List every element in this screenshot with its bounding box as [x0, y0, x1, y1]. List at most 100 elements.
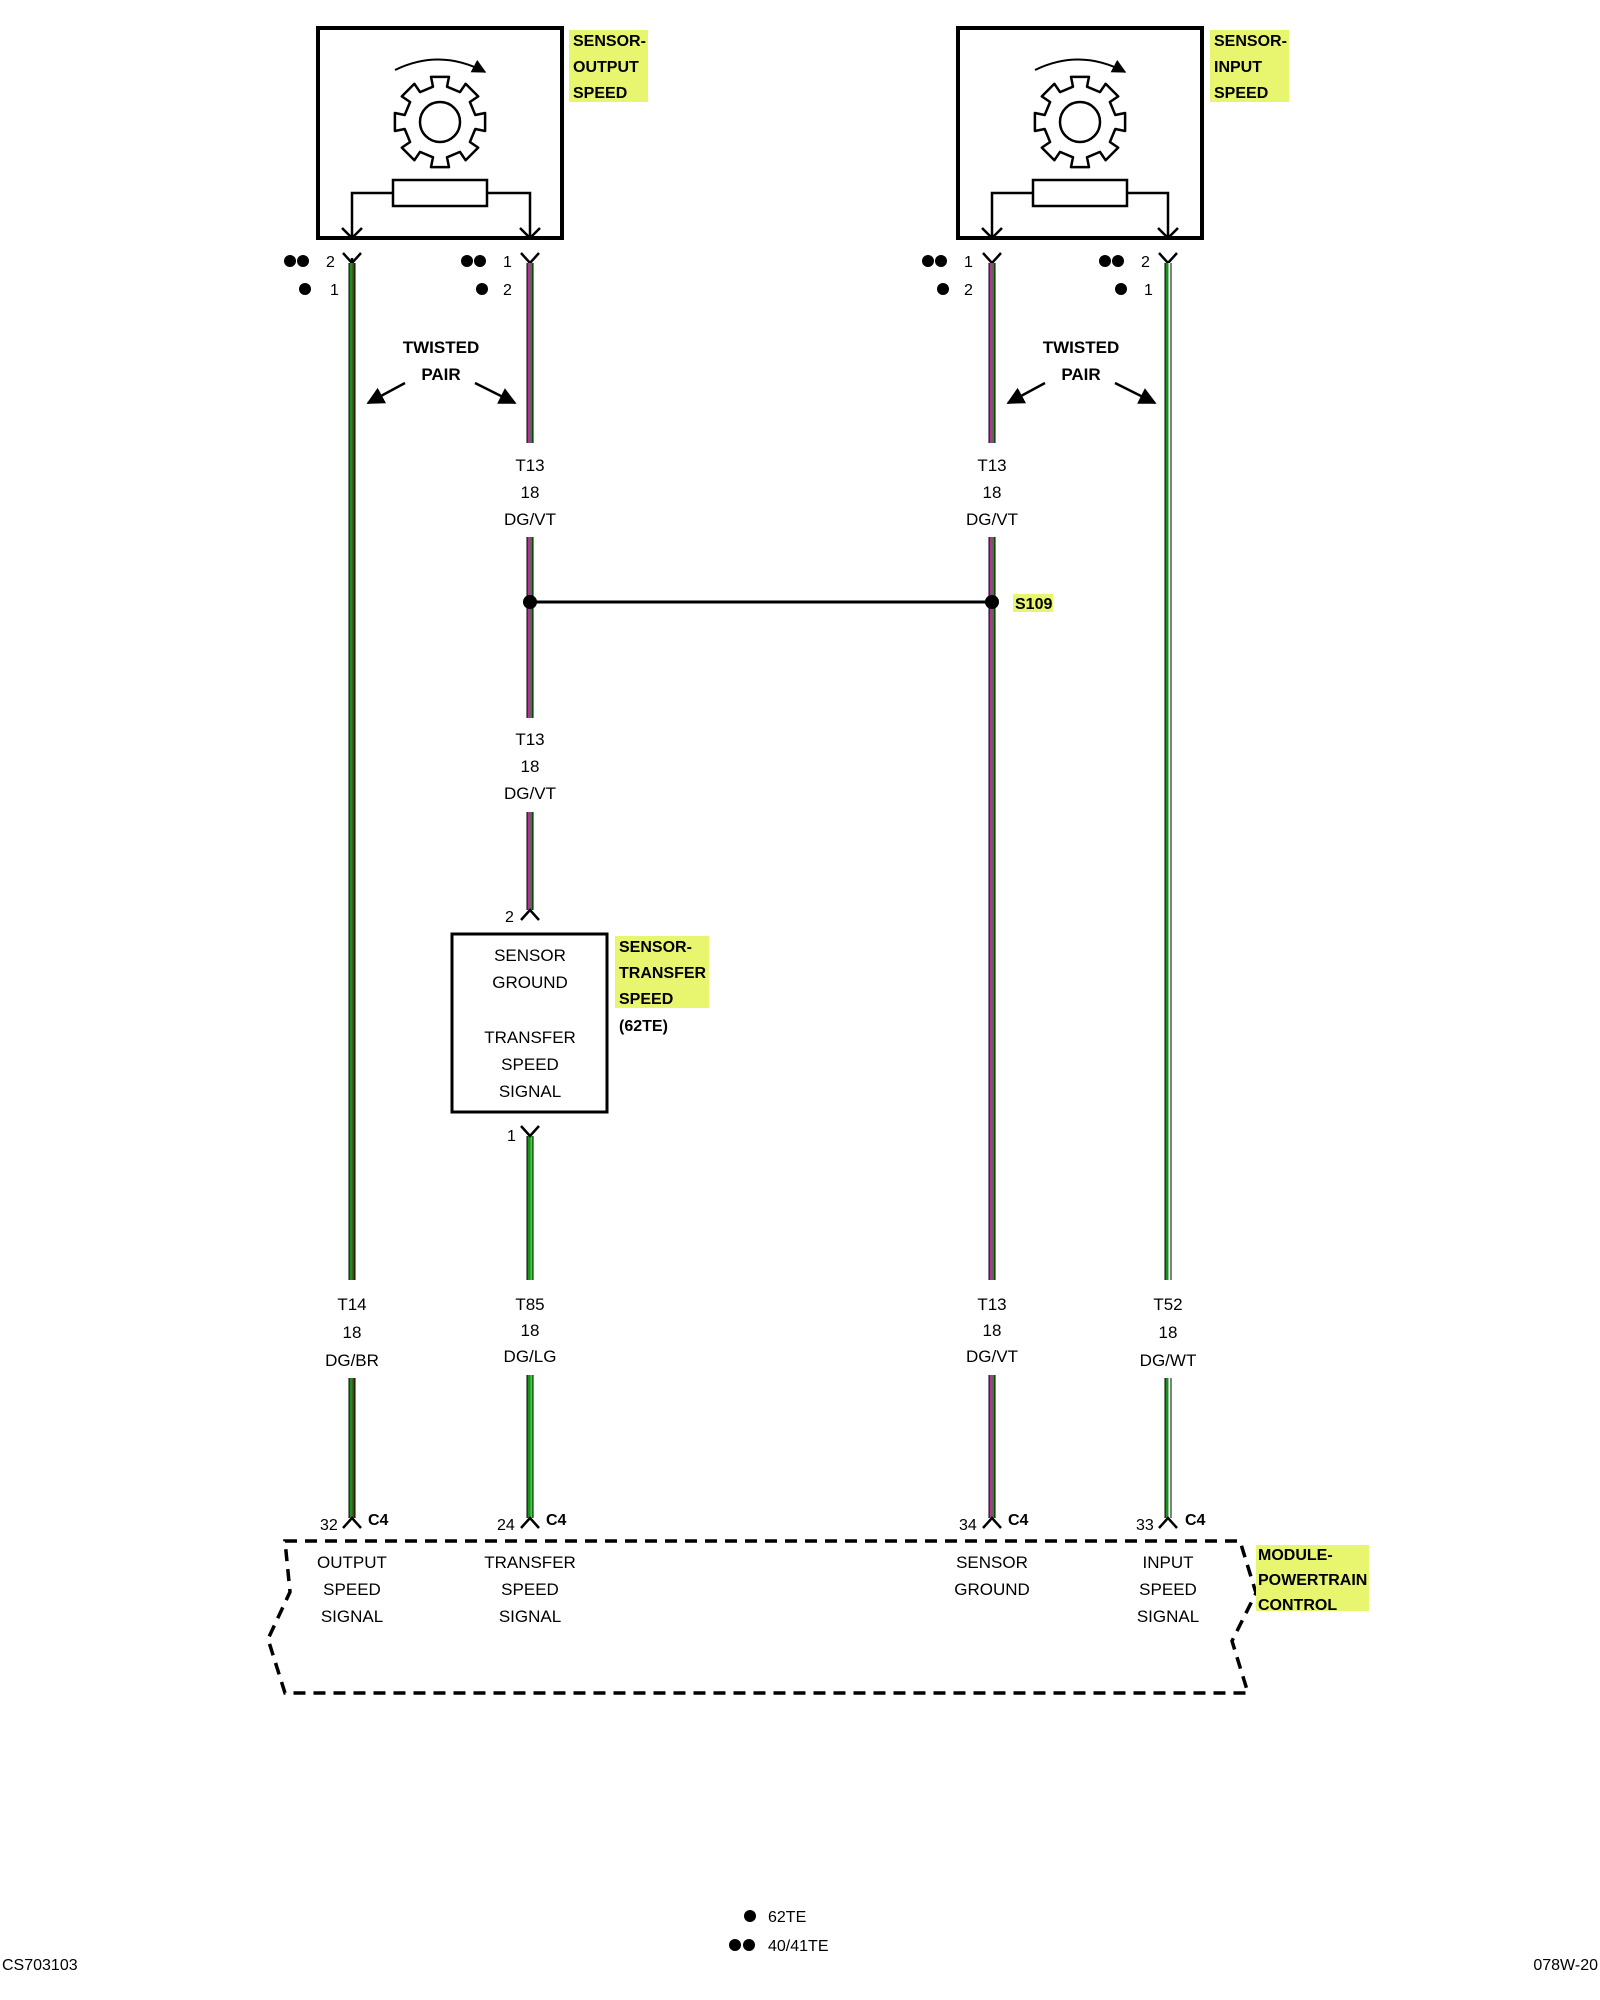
svg-text:T13: T13 [977, 456, 1006, 475]
twisted-pair-right: TWISTED PAIR [1006, 338, 1157, 405]
svg-text:MODULE-: MODULE- [1258, 1547, 1333, 1564]
output-sensor-connector-pins: 2 1 1 2 [284, 254, 512, 299]
wire-t13-in-a [988, 263, 996, 443]
svg-text:24: 24 [497, 1517, 515, 1534]
wire-label-t52: T52 18 DG/WT [1140, 1295, 1197, 1370]
svg-text:1: 1 [964, 254, 973, 271]
svg-text:T52: T52 [1153, 1295, 1182, 1314]
svg-text:SPEED: SPEED [1139, 1580, 1197, 1599]
svg-text:1: 1 [503, 254, 512, 271]
legend: 62TE 40/41TE [729, 1909, 828, 1955]
svg-text:32: 32 [320, 1517, 338, 1534]
svg-text:SPEED: SPEED [501, 1580, 559, 1599]
transfer-sensor-label: SENSOR- TRANSFER SPEED (62TE) [615, 936, 709, 1035]
svg-text:SIGNAL: SIGNAL [499, 1082, 561, 1101]
svg-text:SPEED: SPEED [323, 1580, 381, 1599]
wire-t52-a [1164, 263, 1172, 1280]
svg-text:TRANSFER: TRANSFER [619, 965, 707, 982]
svg-text:T13: T13 [515, 456, 544, 475]
svg-text:PAIR: PAIR [1061, 365, 1100, 384]
svg-text:OUTPUT: OUTPUT [573, 59, 639, 76]
svg-text:62TE: 62TE [768, 1909, 806, 1926]
svg-text:18: 18 [983, 483, 1002, 502]
svg-text:INPUT: INPUT [1214, 59, 1262, 76]
svg-text:C4: C4 [368, 1512, 389, 1529]
svg-text:PAIR: PAIR [421, 365, 460, 384]
svg-text:SPEED: SPEED [573, 85, 627, 102]
svg-text:C4: C4 [1185, 1512, 1206, 1529]
pcm-pin-32: 32 C4 OUTPUT SPEED SIGNAL [317, 1512, 389, 1626]
svg-text:1: 1 [507, 1128, 516, 1145]
svg-text:DG/VT: DG/VT [966, 1347, 1018, 1366]
wire-label-t85: T85 18 DG/LG [504, 1295, 557, 1366]
svg-text:DG/LG: DG/LG [504, 1347, 557, 1366]
wire-label-t13-mid: T13 18 DG/VT [504, 730, 556, 803]
svg-text:GROUND: GROUND [492, 973, 568, 992]
svg-text:POWERTRAIN: POWERTRAIN [1258, 1572, 1367, 1589]
svg-text:DG/BR: DG/BR [325, 1351, 379, 1370]
svg-text:DG/VT: DG/VT [504, 784, 556, 803]
svg-text:SIGNAL: SIGNAL [1137, 1607, 1199, 1626]
svg-text:18: 18 [1159, 1323, 1178, 1342]
svg-text:C4: C4 [546, 1512, 567, 1529]
svg-text:18: 18 [983, 1321, 1002, 1340]
wire-t13-out-c [526, 812, 534, 910]
svg-text:18: 18 [521, 483, 540, 502]
svg-text:TRANSFER: TRANSFER [484, 1553, 576, 1572]
svg-text:2: 2 [964, 282, 973, 299]
svg-text:(62TE): (62TE) [619, 1018, 668, 1035]
svg-text:SENSOR: SENSOR [956, 1553, 1028, 1572]
wire-t85-b [526, 1375, 534, 1518]
svg-text:SENSOR-: SENSOR- [619, 939, 692, 956]
gear-icon [1033, 58, 1127, 169]
svg-text:2: 2 [503, 282, 512, 299]
svg-text:T13: T13 [977, 1295, 1006, 1314]
svg-text:T14: T14 [337, 1295, 366, 1314]
svg-text:2: 2 [326, 254, 335, 271]
wire-t14 [348, 263, 356, 1280]
wires [348, 263, 1172, 1518]
input-sensor-label: SENSOR- INPUT SPEED [1210, 30, 1289, 102]
svg-text:SENSOR: SENSOR [494, 946, 566, 965]
svg-text:OUTPUT: OUTPUT [317, 1553, 387, 1572]
svg-text:18: 18 [343, 1323, 362, 1342]
svg-text:C4: C4 [1008, 1512, 1029, 1529]
svg-text:1: 1 [1144, 282, 1153, 299]
wire-t85-a [526, 1136, 534, 1280]
pcm-pin-33: 33 C4 INPUT SPEED SIGNAL [1136, 1512, 1206, 1626]
wire-t13-out-b [526, 537, 534, 718]
svg-text:DG/VT: DG/VT [504, 510, 556, 529]
svg-text:S109: S109 [1015, 596, 1052, 613]
svg-text:SIGNAL: SIGNAL [499, 1607, 561, 1626]
legend-double-dot [729, 1939, 741, 1951]
svg-text:SPEED: SPEED [501, 1055, 559, 1074]
output-sensor-label: SENSOR- OUTPUT SPEED [569, 30, 648, 102]
gear-icon [393, 58, 487, 169]
svg-text:T13: T13 [515, 730, 544, 749]
footer-right: 078W-20 [1533, 1957, 1598, 1974]
wire-label-t13-upper-left: T13 18 DG/VT [504, 456, 556, 529]
svg-text:CONTROL: CONTROL [1258, 1597, 1337, 1614]
pcm-pin-34: 34 C4 SENSOR GROUND [954, 1512, 1030, 1599]
pcm-label: MODULE- POWERTRAIN CONTROL [1256, 1545, 1369, 1614]
svg-text:T85: T85 [515, 1295, 544, 1314]
svg-text:18: 18 [521, 757, 540, 776]
input-speed-sensor [956, 26, 1204, 240]
wire-label-t13-upper-right: T13 18 DG/VT [966, 456, 1018, 529]
svg-text:GROUND: GROUND [954, 1580, 1030, 1599]
transfer-speed-sensor: 2 SENSOR GROUND TRANSFER SPEED SIGNAL 1 [450, 908, 609, 1145]
splice-s109: S109 [523, 594, 1053, 613]
twisted-pair-left: TWISTED PAIR [366, 338, 517, 405]
svg-text:SENSOR-: SENSOR- [573, 33, 646, 50]
svg-text:SPEED: SPEED [1214, 85, 1268, 102]
footer-left: CS703103 [2, 1957, 78, 1974]
svg-text:INPUT: INPUT [1143, 1553, 1194, 1572]
svg-text:SIGNAL: SIGNAL [321, 1607, 383, 1626]
svg-text:34: 34 [959, 1517, 977, 1534]
output-speed-sensor [316, 26, 564, 240]
svg-text:TRANSFER: TRANSFER [484, 1028, 576, 1047]
svg-text:1: 1 [330, 282, 339, 299]
wire-t14-lower [348, 1378, 356, 1518]
wire-label-t14: T14 18 DG/BR [325, 1295, 379, 1370]
